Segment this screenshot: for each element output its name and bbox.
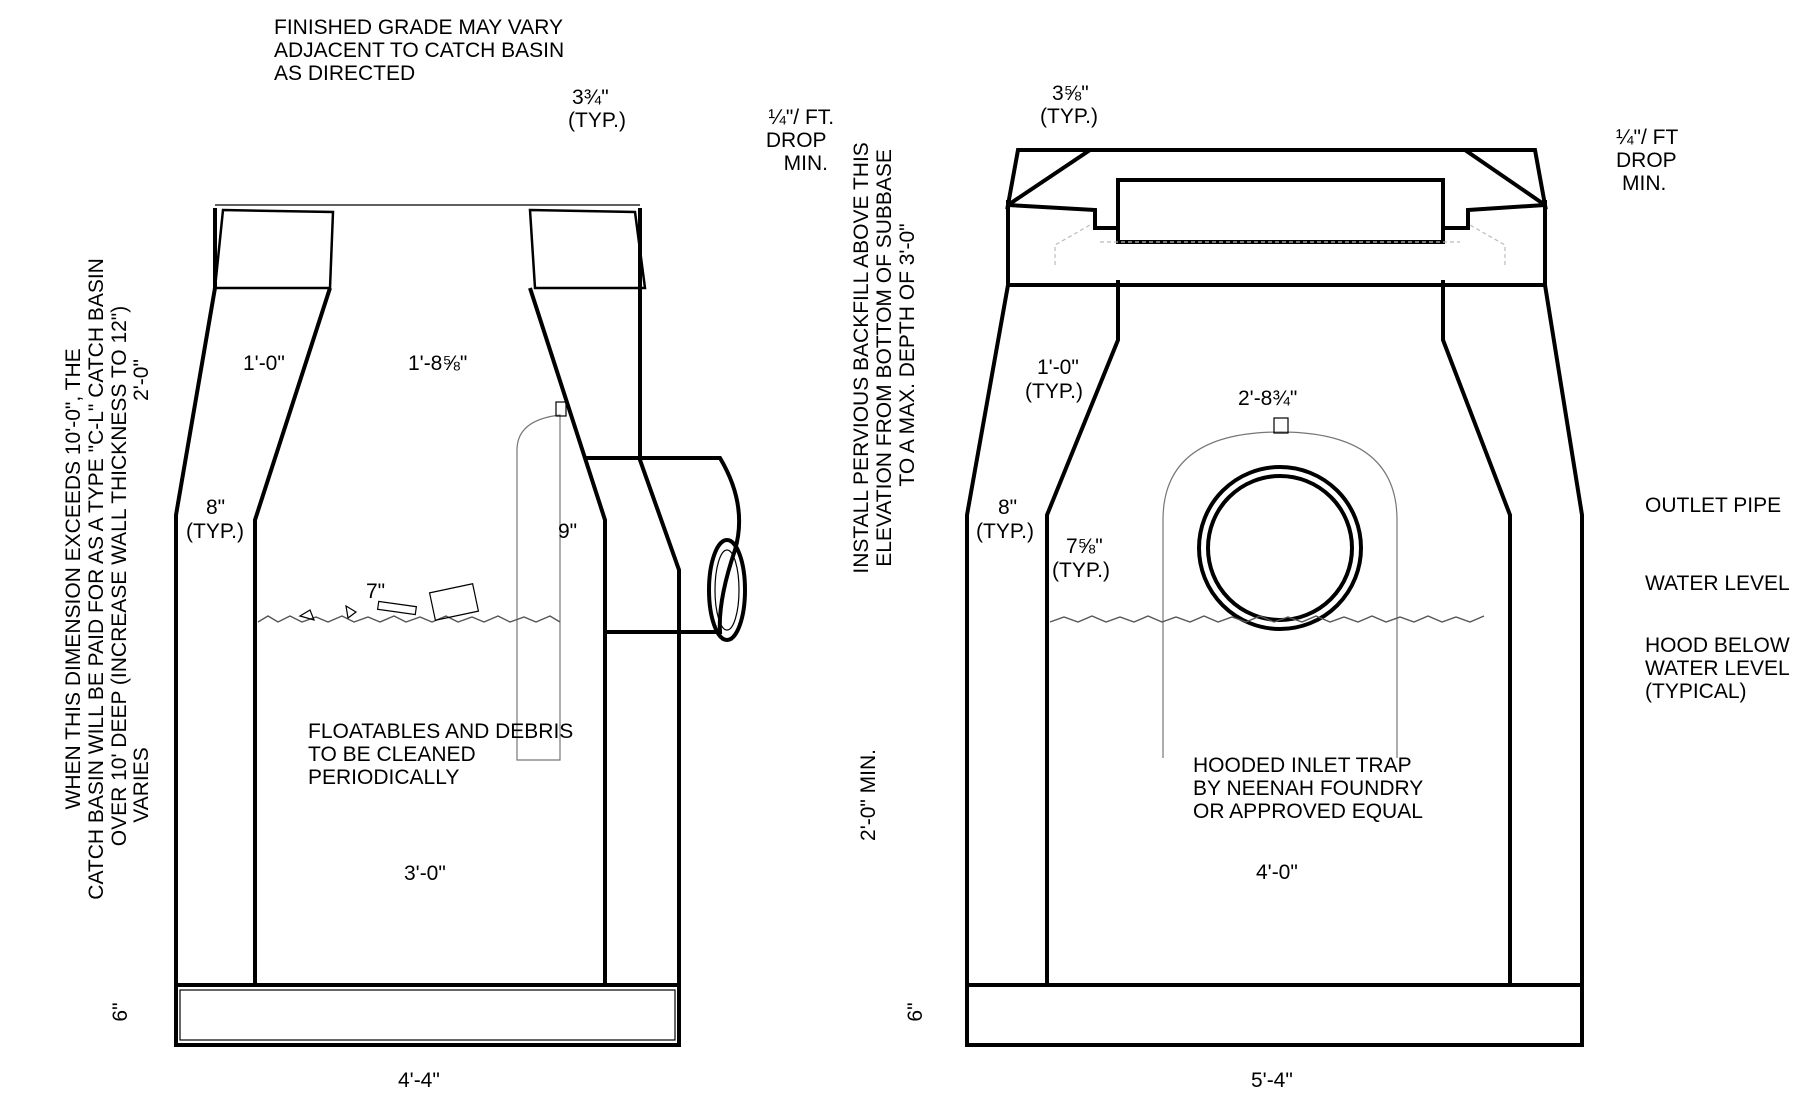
backfill-note: INSTALL PERVIOUS BACKFILL ABOVE THIS ELE…: [850, 136, 919, 573]
callout-labels: OUTLET PIPE WATER LEVEL HOOD BELOW WATER…: [1645, 494, 1796, 703]
right-inside-width: 4'-0": [1256, 861, 1298, 884]
debris-scrap-1: [298, 609, 316, 621]
min-depth-label: 2'-0" MIN.: [857, 749, 880, 841]
left-hood: [516, 414, 561, 761]
right-hood: [1162, 431, 1398, 758]
right-hood-width: 2'-8¾": [1238, 387, 1297, 410]
left-outside-width: 4'-4": [398, 1069, 440, 1092]
right-ghost-left: [1054, 224, 1091, 265]
left-outer-wall-right: [638, 208, 681, 985]
left-outlet-pipe: [585, 456, 742, 634]
right-outer-wall-left: [965, 200, 1010, 985]
top-height-label: 2'-0": [130, 359, 153, 401]
right-wall-8: 8" (TYP.): [976, 496, 1034, 543]
left-base-slab-inner: [179, 989, 676, 1041]
right-frame-left: [1005, 148, 1097, 210]
right-base-thk: 6": [904, 1002, 927, 1021]
left-wall-8: 8" (TYP.): [186, 496, 244, 543]
right-inner-wall-right: [1441, 280, 1512, 985]
right-pipe-inner: [1206, 474, 1354, 622]
debris-bottle: [376, 600, 418, 616]
right-frame-right: [1458, 148, 1548, 210]
hood-gap-label: 9": [558, 520, 577, 543]
left-pipe-end: [707, 538, 747, 642]
right-outer-wall-right: [1543, 200, 1584, 985]
left-inside-width: 3'-0": [404, 862, 446, 885]
debris-box: [428, 583, 480, 621]
right-water-line: [1049, 615, 1485, 623]
left-drop-note: ¼"/ FT. DROP MIN.: [766, 106, 840, 175]
right-wall-758: 7⅝" (TYP.): [1052, 535, 1110, 582]
left-labels: FINISHED GRADE MAY VARY ADJACENT TO CATC…: [62, 16, 840, 1092]
left-outer-wall-left: [174, 208, 217, 985]
varies-label: VARIES: [130, 747, 153, 822]
right-hood-vent: [1273, 417, 1289, 434]
deep-note: WHEN THIS DIMENSION EXCEEDS 10'-0", THE …: [62, 252, 131, 899]
right-outside-width: 5'-4": [1251, 1069, 1293, 1092]
right-labels: 3⅝" (TYP.) ¼"/ FT DROP MIN. 1'-0" (TYP.)…: [904, 82, 1684, 1092]
hood-drop-label: 7": [366, 580, 385, 603]
left-wall-top: 1'-0": [243, 352, 285, 375]
left-riser-block-right: [528, 208, 647, 290]
left-casting-dim: 3¾" (TYP.): [568, 86, 626, 132]
left-base-slab: [174, 983, 681, 1047]
debris-note: FLOATABLES AND DEBRIS TO BE CLEANED PERI…: [308, 720, 579, 789]
right-casting-dim: 3⅝" (TYP.): [1040, 82, 1098, 128]
left-opening: 1'-8⅝": [408, 352, 467, 375]
left-section: [174, 204, 747, 1047]
right-grate-seat-right: [1443, 203, 1546, 230]
left-base-thk: 6": [109, 1002, 132, 1021]
right-base-slab: [965, 983, 1584, 1047]
left-riser-block-left: [213, 208, 335, 290]
right-pipe-outer: [1197, 465, 1363, 631]
grade-note: FINISHED GRADE MAY VARY ADJACENT TO CATC…: [274, 16, 570, 85]
hood-below-callout: HOOD BELOW WATER LEVEL (TYPICAL): [1645, 634, 1796, 703]
right-drop-note: ¼"/ FT DROP MIN.: [1616, 126, 1684, 195]
right-section: [965, 148, 1584, 1047]
right-ghost-right: [1469, 224, 1506, 265]
left-water-line: [257, 615, 561, 623]
water-level-callout: WATER LEVEL: [1645, 572, 1790, 595]
debris-scrap-2: [345, 604, 358, 620]
left-inner-wall-left: [253, 287, 332, 985]
center-labels: INSTALL PERVIOUS BACKFILL ABOVE THIS ELE…: [850, 136, 919, 841]
left-hood-vent: [555, 401, 567, 417]
left-pipe-end-inner: [714, 549, 740, 631]
outlet-pipe-callout: OUTLET PIPE: [1645, 494, 1781, 517]
right-inner-wall-left: [1045, 280, 1120, 985]
trap-note: HOODED INLET TRAP BY NEENAH FOUNDRY OR A…: [1193, 754, 1429, 823]
left-inner-wall-right: [528, 287, 607, 985]
right-wall-top: 1'-0" (TYP.): [1025, 356, 1085, 403]
right-grate: [1116, 178, 1445, 244]
right-grate-seat-left: [1007, 203, 1118, 230]
